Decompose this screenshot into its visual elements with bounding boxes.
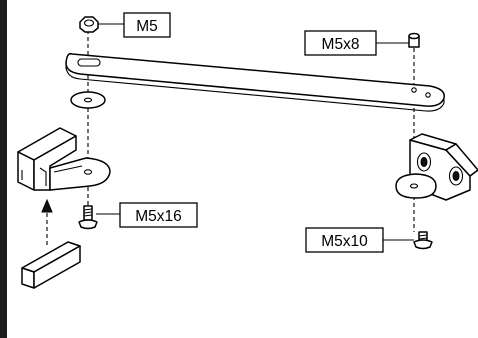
cover-strip <box>21 241 81 289</box>
screw-m5x10 <box>413 231 433 250</box>
callout-nut-text: M5 <box>136 18 158 35</box>
callout-nut: M5 <box>123 12 171 38</box>
arm <box>65 52 445 112</box>
nut-m5 <box>79 16 99 33</box>
callout-screw-right-text: M5x10 <box>321 233 368 250</box>
screw-m5x16 <box>78 205 98 230</box>
callout-screw-left: M5x16 <box>119 202 198 228</box>
callout-pin-text: M5x8 <box>322 36 360 53</box>
washer <box>70 91 106 109</box>
left-bracket <box>17 127 111 191</box>
right-bracket <box>395 133 478 201</box>
insert-arrow <box>41 198 53 245</box>
frame-bar <box>0 0 7 338</box>
callout-pin: M5x8 <box>304 30 377 56</box>
pin-m5x8 <box>408 32 420 48</box>
callout-screw-right: M5x10 <box>305 227 384 253</box>
callout-screw-left-text: M5x16 <box>135 208 182 225</box>
